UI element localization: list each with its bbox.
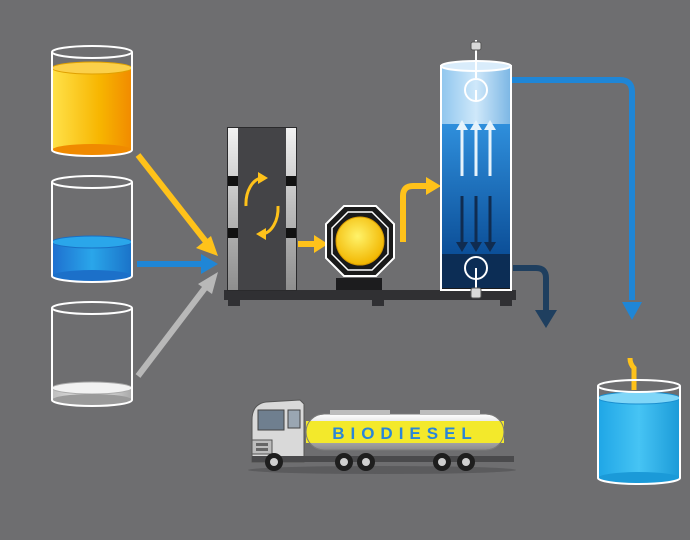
beaker-blue-liquid-icon	[51, 175, 133, 283]
biodiesel-outlet-arrow	[512, 77, 642, 320]
catalyst-feed-arrow	[135, 272, 218, 378]
oil-feed-arrow	[135, 153, 218, 256]
equipment-base	[224, 290, 516, 306]
fuel-tank: BIODIESEL	[305, 410, 505, 451]
beaker-product-icon	[597, 357, 681, 485]
beaker-yellow-liquid-icon	[51, 45, 133, 157]
methanol-beaker	[51, 175, 133, 283]
tanker-truck: BIODIESEL	[248, 399, 516, 474]
filter-to-column-arrow	[400, 177, 441, 242]
beaker-grey-liquid-icon	[51, 301, 133, 407]
glycerin-outlet-arrow	[513, 265, 557, 328]
product-beaker	[597, 357, 681, 485]
catalyst-beaker	[51, 301, 133, 407]
filter-unit-icon	[325, 205, 395, 290]
methanol-feed-arrow	[137, 254, 218, 274]
mixer-reactor-icon	[227, 127, 297, 291]
tanker-truck-icon: BIODIESEL	[248, 399, 516, 474]
tank-label: BIODIESEL	[332, 424, 478, 443]
settling-column	[440, 40, 512, 299]
oil-beaker	[51, 45, 133, 157]
falling-arrows	[456, 196, 496, 252]
wheels	[265, 453, 475, 471]
mixer-reactor	[227, 127, 297, 291]
settling-column-icon	[440, 40, 512, 299]
filter-unit	[325, 205, 395, 290]
mixer-to-filter-arrow	[298, 235, 328, 253]
rising-arrows	[456, 120, 496, 176]
